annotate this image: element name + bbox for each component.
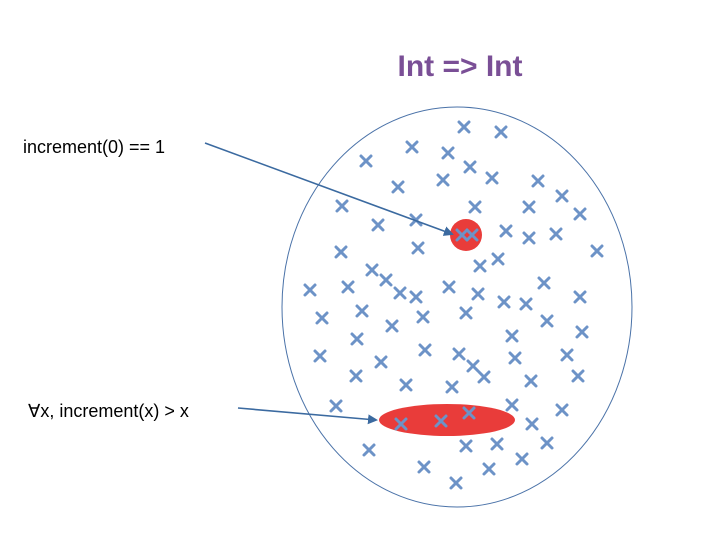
- cross-icon: [385, 319, 399, 333]
- cross-icon: [452, 347, 466, 361]
- specific-example-highlight: [450, 219, 482, 251]
- diagram-title: Int => Int: [397, 50, 523, 83]
- cross-icon: [494, 125, 508, 139]
- element-markers: [303, 120, 604, 490]
- arrow-to-specific-example: [204, 142, 454, 236]
- cross-icon: [525, 417, 539, 431]
- cross-icon: [374, 355, 388, 369]
- cross-icon: [573, 207, 587, 221]
- cross-icon: [540, 436, 554, 450]
- cross-icon: [417, 460, 431, 474]
- cross-icon: [335, 199, 349, 213]
- cross-icon: [522, 200, 536, 214]
- cross-icon: [555, 403, 569, 417]
- annotation-specific-example: increment(0) == 1: [23, 137, 166, 157]
- cross-icon: [365, 263, 379, 277]
- cross-icon: [505, 329, 519, 343]
- cross-icon: [399, 378, 413, 392]
- cross-icon: [455, 228, 469, 242]
- cross-icon: [459, 306, 473, 320]
- cross-icon: [466, 359, 480, 373]
- cross-icon: [418, 343, 432, 357]
- cross-icon: [459, 439, 473, 453]
- cross-icon: [457, 120, 471, 134]
- cross-icon: [442, 280, 456, 294]
- cross-icon: [303, 283, 317, 297]
- cross-icon: [409, 290, 423, 304]
- cross-icon: [537, 276, 551, 290]
- annotation-universal-property: ∀x, increment(x) > x: [28, 401, 189, 421]
- cross-icon: [482, 462, 496, 476]
- cross-icon: [549, 227, 563, 241]
- cross-icon: [573, 290, 587, 304]
- cross-icon: [371, 218, 385, 232]
- cross-icon: [471, 287, 485, 301]
- cross-icon: [468, 200, 482, 214]
- cross-icon: [491, 252, 505, 266]
- cross-icon: [349, 369, 363, 383]
- cross-icon: [315, 311, 329, 325]
- cross-icon: [473, 259, 487, 273]
- cross-icon: [508, 351, 522, 365]
- highlighted-element-markers: [394, 228, 479, 431]
- cross-icon: [505, 398, 519, 412]
- cross-icon: [359, 154, 373, 168]
- cross-icon: [391, 180, 405, 194]
- cross-icon: [477, 370, 491, 384]
- cross-icon: [519, 297, 533, 311]
- cross-icon: [524, 374, 538, 388]
- cross-icon: [436, 173, 450, 187]
- cross-icon: [362, 443, 376, 457]
- function-set-ellipse: [281, 106, 633, 508]
- cross-icon: [515, 452, 529, 466]
- cross-icon: [405, 140, 419, 154]
- cross-icon: [499, 224, 513, 238]
- cross-icon: [393, 286, 407, 300]
- cross-icon: [497, 295, 511, 309]
- cross-icon: [590, 244, 604, 258]
- cross-icon: [522, 231, 536, 245]
- cross-icon: [571, 369, 585, 383]
- cross-icon: [485, 171, 499, 185]
- cross-icon: [560, 348, 574, 362]
- cross-icon: [350, 332, 364, 346]
- cross-icon: [394, 417, 408, 431]
- arrow-to-universal-property: [237, 407, 378, 425]
- cross-icon: [490, 437, 504, 451]
- cross-icon: [463, 160, 477, 174]
- cross-icon: [416, 310, 430, 324]
- cross-icon: [355, 304, 369, 318]
- cross-icon: [441, 146, 455, 160]
- cross-icon: [531, 174, 545, 188]
- cross-icon: [445, 380, 459, 394]
- cross-icon: [341, 280, 355, 294]
- cross-icon: [329, 399, 343, 413]
- cross-icon: [313, 349, 327, 363]
- cross-icon: [379, 273, 393, 287]
- cross-icon: [434, 414, 448, 428]
- cross-icon: [334, 245, 348, 259]
- cross-icon: [462, 406, 476, 420]
- cross-icon: [449, 476, 463, 490]
- universal-property-highlight: [379, 404, 515, 436]
- cross-icon: [465, 228, 479, 242]
- cross-icon: [555, 189, 569, 203]
- cross-icon: [411, 241, 425, 255]
- cross-icon: [540, 314, 554, 328]
- cross-icon: [575, 325, 589, 339]
